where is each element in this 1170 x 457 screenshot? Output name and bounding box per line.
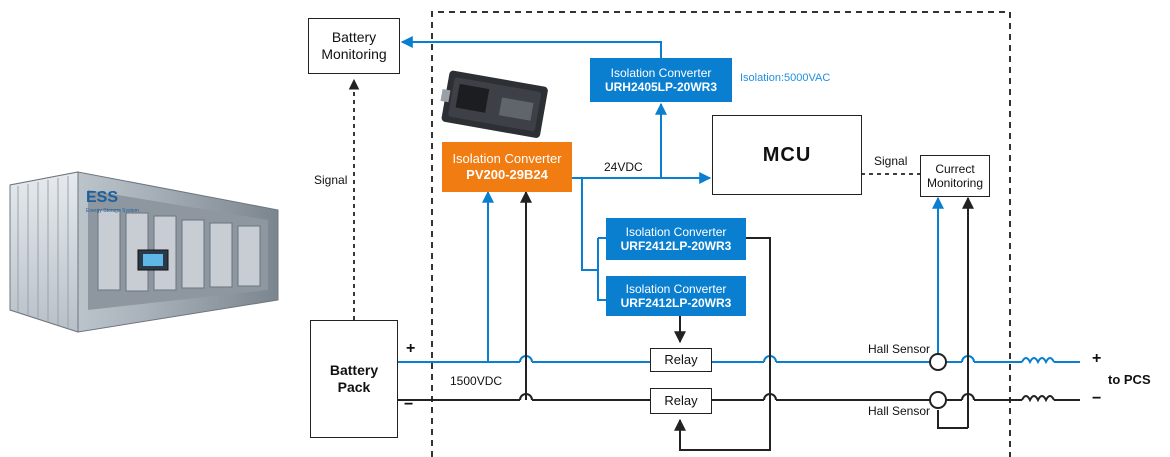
ess-logo: ESS xyxy=(86,189,118,206)
urh2405-line1: Isolation Converter xyxy=(610,65,712,80)
relay-bottom-box: Relay xyxy=(650,388,712,414)
signal-right-label: Signal xyxy=(874,154,908,168)
relay-top-box: Relay xyxy=(650,348,712,372)
hall-sensor-top xyxy=(929,353,947,371)
urf2412-b-line1: Isolation Converter xyxy=(625,281,727,296)
urf2412-a-line1: Isolation Converter xyxy=(625,224,727,239)
hall-sensor-top-label: Hall Sensor xyxy=(868,342,931,356)
relay-top-label: Relay xyxy=(664,352,698,368)
battery-monitoring-box: Battery Monitoring xyxy=(308,18,400,74)
urh2405-model: URH2405LP-20WR3 xyxy=(604,80,718,94)
minus-inductor xyxy=(1021,395,1055,403)
battery-monitoring-line1: Battery xyxy=(331,29,377,46)
battery-pack-line2: Pack xyxy=(337,379,371,395)
ess-subtitle: Energy Storage System xyxy=(86,208,139,214)
battery-pack-box: Battery Pack xyxy=(310,320,398,438)
isolation-note: Isolation:5000VAC xyxy=(740,72,831,84)
plus-left-label: + xyxy=(406,340,416,357)
signal-left-label: Signal xyxy=(314,173,348,187)
minus-right-label: − xyxy=(1092,390,1102,407)
urf-feed-line xyxy=(597,238,606,301)
current-monitoring-box: Currect Monitoring xyxy=(920,155,990,197)
ess-container-image: ESS Energy Storage System xyxy=(9,171,279,333)
battery-pack-line1: Battery xyxy=(329,362,379,379)
vdc1500-label: 1500VDC xyxy=(450,374,503,388)
pv200-model: PV200-29B24 xyxy=(466,167,548,182)
hall-sensor-bottom xyxy=(929,391,947,409)
urf2412-converter-box-b: Isolation Converter URF2412LP-20WR3 xyxy=(606,276,746,316)
battery-monitoring-line2: Monitoring xyxy=(321,46,387,62)
vdc24-label: 24VDC xyxy=(604,160,643,174)
relay-bottom-label: Relay xyxy=(664,393,698,409)
mcu-box: MCU xyxy=(712,115,862,195)
current-monitoring-line2: Monitoring xyxy=(926,176,984,190)
plus-right-label: + xyxy=(1092,350,1102,367)
converter-device-image xyxy=(440,70,548,138)
enclosure-border xyxy=(431,11,1011,457)
urf-to-relay-bottom xyxy=(674,237,771,451)
pv200-line1: Isolation Converter xyxy=(452,151,562,167)
urh2405-converter-box: Isolation Converter URH2405LP-20WR3 xyxy=(590,58,732,102)
urf2412-b-model: URF2412LP-20WR3 xyxy=(620,296,732,310)
pv200-converter-box: Isolation Converter PV200-29B24 xyxy=(442,142,572,192)
urf2412-a-model: URF2412LP-20WR3 xyxy=(620,239,732,253)
minus-left-label: − xyxy=(404,396,414,413)
plus-inductor xyxy=(1021,357,1055,365)
to-pcs-label: to PCS xyxy=(1108,372,1151,387)
urf2412-converter-box-a: Isolation Converter URF2412LP-20WR3 xyxy=(606,218,746,260)
mcu-label: MCU xyxy=(762,144,812,166)
hall-sensor-bottom-label: Hall Sensor xyxy=(868,404,931,418)
current-monitoring-line1: Currect xyxy=(935,161,975,176)
urh-to-battery-monitoring-line xyxy=(400,36,662,58)
bus-down-line xyxy=(581,178,598,271)
